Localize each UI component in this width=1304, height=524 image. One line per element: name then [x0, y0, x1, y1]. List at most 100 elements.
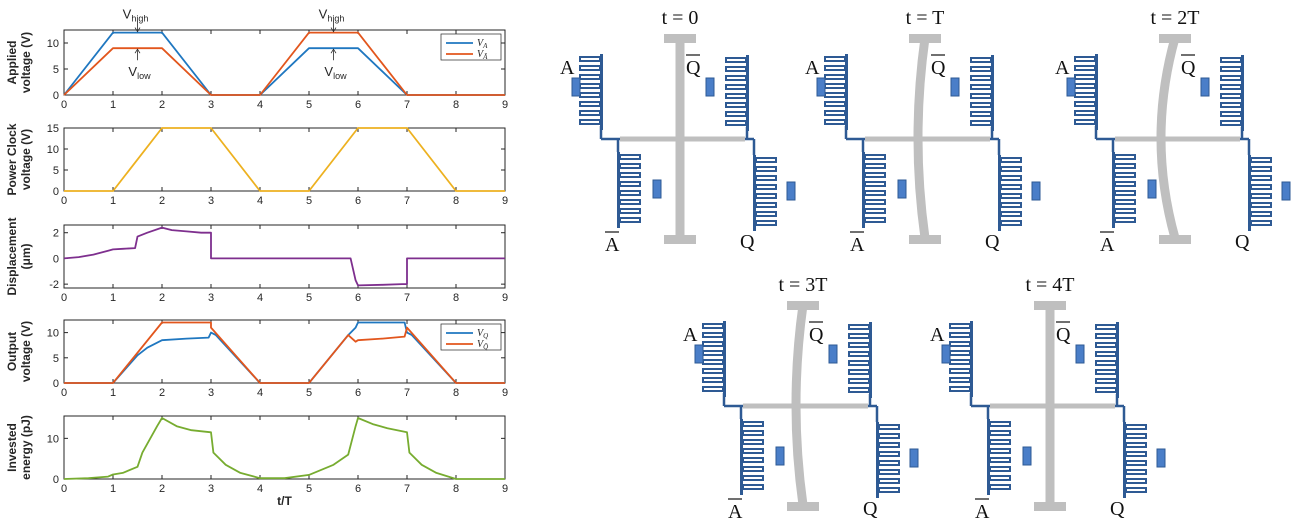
label-q: Q — [1235, 231, 1250, 253]
x-tick-label: 1 — [110, 292, 116, 304]
comb-finger — [1074, 56, 1096, 62]
label-a: A — [805, 57, 820, 79]
shuttle — [620, 34, 745, 244]
comb-finger — [949, 332, 971, 338]
comb-input-a-bar — [740, 419, 764, 495]
comb-finger — [1125, 424, 1147, 430]
shuttle — [743, 301, 868, 511]
comb-finger — [702, 341, 724, 347]
electrode-pad-a — [694, 344, 704, 364]
y-tick-label: 5 — [53, 353, 59, 365]
comb-finger — [1220, 120, 1242, 126]
comb-finger — [755, 193, 777, 199]
annotation-sub: high — [131, 14, 148, 24]
comb-finger — [970, 66, 992, 72]
comb-finger — [702, 350, 724, 356]
annotation-arrowhead — [330, 27, 337, 33]
comb-output-q — [876, 422, 900, 498]
x-tick-label: 4 — [257, 195, 263, 207]
panel-title: t = 4T — [1025, 274, 1074, 296]
comb-finger — [1125, 460, 1147, 466]
comb-finger — [989, 439, 1011, 445]
y-tick-label: 10 — [47, 433, 59, 445]
electrode-pad-a-bar — [897, 179, 907, 199]
x-tick-label: 9 — [502, 292, 508, 304]
comb-finger — [1114, 199, 1136, 205]
comb-output-q — [1123, 422, 1147, 498]
comb-finger — [1000, 211, 1022, 217]
comb-finger — [864, 199, 886, 205]
x-tick-label: 0 — [61, 387, 67, 399]
comb-finger — [970, 57, 992, 63]
comb-finger — [1250, 202, 1272, 208]
comb-finger — [878, 487, 900, 493]
comb-finger — [619, 217, 641, 223]
y-tick-label: 0 — [53, 253, 59, 265]
x-tick-label: 5 — [306, 195, 312, 207]
comb-finger — [725, 102, 747, 108]
comb-finger — [619, 181, 641, 187]
comb-finger — [878, 442, 900, 448]
comb-finger — [1250, 211, 1272, 217]
comb-finger — [1000, 202, 1022, 208]
x-tick-label: 4 — [257, 387, 263, 399]
comb-finger — [1114, 181, 1136, 187]
series-line-1 — [64, 127, 505, 192]
x-tick-label: 9 — [502, 483, 508, 495]
plot-area — [63, 127, 506, 192]
x-tick-label: 5 — [306, 292, 312, 304]
legend-entry-1: VA — [477, 38, 488, 50]
y-axis-label-line-2: voltage (V) — [19, 321, 33, 382]
x-tick-label: 7 — [404, 99, 410, 111]
x-tick-label: 3 — [208, 99, 214, 111]
comb-finger — [702, 368, 724, 374]
comb-finger — [848, 333, 870, 339]
x-tick-label: 5 — [306, 99, 312, 111]
label-a-bar: A — [975, 501, 990, 523]
label-a: A — [560, 57, 575, 79]
comb-finger — [755, 202, 777, 208]
comb-finger — [1114, 190, 1136, 196]
comb-finger — [579, 92, 601, 98]
annotation-arrowhead — [134, 48, 141, 54]
x-tick-label: 1 — [110, 483, 116, 495]
comb-spine — [746, 55, 749, 131]
legend-entry-sub: Q̄ — [483, 343, 488, 351]
comb-finger — [970, 120, 992, 126]
electrode-pad-q — [1156, 448, 1166, 468]
x-tick-label: 8 — [453, 99, 459, 111]
comb-finger — [989, 430, 1011, 436]
plot-area — [63, 415, 506, 480]
comb-finger — [949, 386, 971, 392]
comb-finger — [970, 93, 992, 99]
y-axis-label-line-2: energy (pJ) — [19, 415, 33, 480]
comb-finger — [1000, 193, 1022, 199]
comb-finger — [742, 430, 764, 436]
comb-finger — [579, 110, 601, 116]
electrode-pad-a — [816, 77, 826, 97]
comb-input-a — [579, 54, 603, 130]
x-tick-label: 6 — [355, 387, 361, 399]
plot-area — [63, 319, 506, 384]
panel-title: t = 2T — [1150, 7, 1199, 29]
comb-finger — [742, 466, 764, 472]
label-a: A — [1055, 57, 1070, 79]
label-a-bar: A — [1100, 234, 1115, 256]
comb-finger — [1220, 102, 1242, 108]
electrode-pad-a-bar — [1022, 446, 1032, 466]
comb-output-q — [998, 155, 1022, 231]
x-tick-label: 9 — [502, 195, 508, 207]
comb-finger — [1220, 66, 1242, 72]
comb-finger — [970, 84, 992, 90]
label-a-bar: A — [850, 234, 865, 256]
comb-finger — [1095, 360, 1117, 366]
x-tick-label: 5 — [306, 483, 312, 495]
x-tick-label: 8 — [453, 292, 459, 304]
